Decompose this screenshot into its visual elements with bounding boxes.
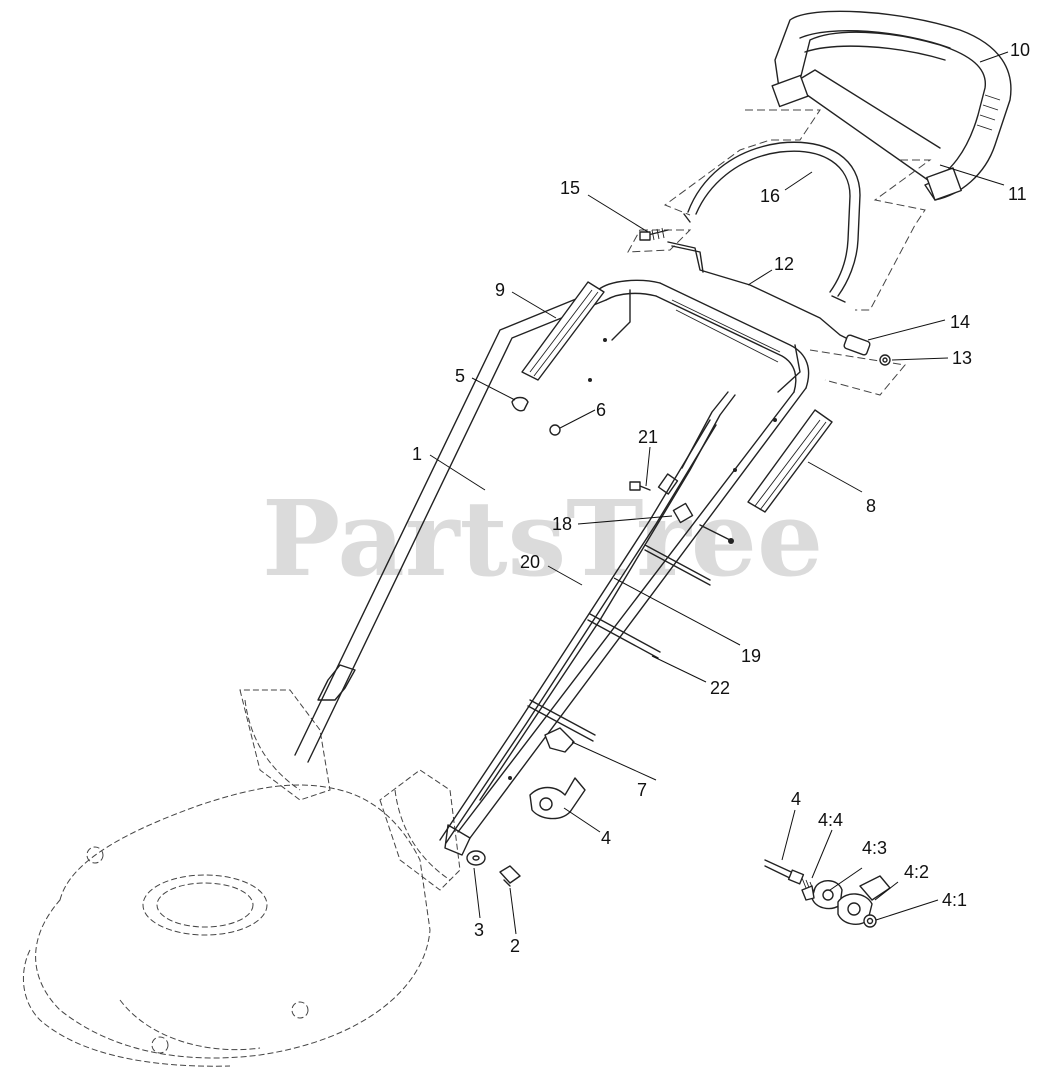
knob-detail-lever-part-4-2 xyxy=(837,875,891,925)
watermark: PartsTree xyxy=(262,477,823,600)
callout-4-3: 4:3 xyxy=(862,838,887,858)
callout-2: 2 xyxy=(510,936,520,956)
callout-22: 22 xyxy=(710,678,730,698)
bolt-part-2 xyxy=(499,865,521,887)
cable-part-20 xyxy=(439,419,717,844)
callout-19: 19 xyxy=(741,646,761,666)
grip-cover-part-8 xyxy=(747,409,833,513)
callout-10: 10 xyxy=(1010,40,1030,60)
cable-spring-part-15 xyxy=(639,227,669,241)
callout-14: 14 xyxy=(950,312,970,332)
washer-part-3 xyxy=(466,850,486,866)
callout-4-main: 4 xyxy=(601,828,611,848)
cable-end-18 xyxy=(699,524,734,544)
callout-15: 15 xyxy=(560,178,580,198)
callout-8: 8 xyxy=(866,496,876,516)
explode-box-right xyxy=(855,159,932,311)
nut-part-6 xyxy=(549,424,561,436)
upper-handle-rail xyxy=(611,289,801,393)
grip-cover-part-9 xyxy=(521,281,605,381)
explode-box-nut xyxy=(809,349,906,396)
handle-knob-part-4 xyxy=(529,777,586,820)
callout-4-detail: 4 xyxy=(791,789,801,809)
callout-5: 5 xyxy=(455,366,465,386)
bail-part-16 xyxy=(683,141,861,303)
cable-bushing-part-14 xyxy=(843,334,871,356)
callout-12: 12 xyxy=(774,254,794,274)
top-handle-part-10 xyxy=(771,10,1012,201)
callout-6: 6 xyxy=(596,400,606,420)
callout-20: 20 xyxy=(520,552,540,572)
callout-4-4: 4:4 xyxy=(818,810,843,830)
cable-tie-lower xyxy=(527,699,596,742)
callout-13: 13 xyxy=(952,348,972,368)
explode-box-left xyxy=(663,109,821,216)
callout-labels: 10 11 16 15 12 9 14 13 5 6 21 1 8 18 20 … xyxy=(412,40,1030,956)
leader-lines xyxy=(429,51,1009,935)
callout-16: 16 xyxy=(760,186,780,206)
callout-11: 11 xyxy=(1008,184,1027,204)
nut-part-13 xyxy=(879,354,891,366)
cable-part-22 xyxy=(587,613,661,659)
callout-21: 21 xyxy=(638,427,658,447)
knob-detail-nut-part-4-1 xyxy=(863,914,877,928)
mower-deck xyxy=(22,689,461,1067)
callout-4-1: 4:1 xyxy=(942,890,967,910)
cable-part-19 xyxy=(644,544,711,586)
callout-1: 1 xyxy=(412,444,422,464)
lower-handle-part-1 xyxy=(294,279,810,856)
callout-9: 9 xyxy=(495,280,505,300)
control-cable-part-12 xyxy=(667,241,861,346)
callout-4-2: 4:2 xyxy=(904,862,929,882)
callout-3: 3 xyxy=(474,920,484,940)
knob-part-7 xyxy=(544,727,575,753)
callout-18: 18 xyxy=(552,514,572,534)
knob-detail-pin-part-4 xyxy=(764,859,805,885)
explode-box-cable xyxy=(627,229,692,253)
clip-part-5 xyxy=(511,396,529,412)
bolt-part-21 xyxy=(629,481,651,491)
callout-7: 7 xyxy=(637,780,647,800)
